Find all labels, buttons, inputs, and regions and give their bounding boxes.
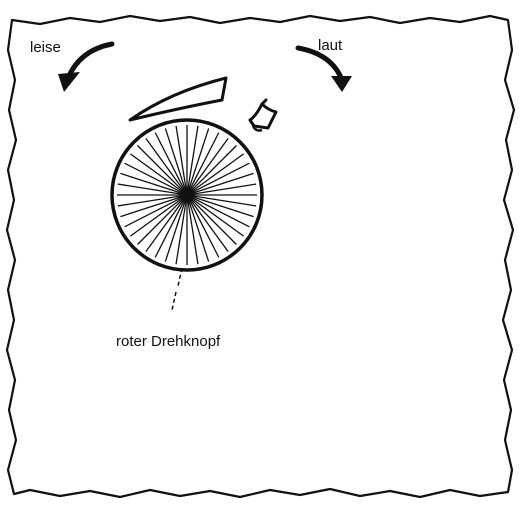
torn-paper-border	[7, 16, 514, 497]
label-loud: laut	[318, 37, 343, 54]
knob-hub	[180, 188, 194, 202]
curved-arrow-counterclockwise-icon	[58, 44, 112, 92]
label-quiet: leise	[30, 39, 61, 56]
bell-icon	[250, 100, 276, 131]
knob-leader-line	[172, 268, 182, 310]
label-knob: roter Drehknopf	[116, 333, 221, 350]
curved-arrow-clockwise-icon	[298, 48, 352, 92]
volume-wedge-icon	[130, 78, 226, 120]
volume-knob	[112, 120, 262, 270]
